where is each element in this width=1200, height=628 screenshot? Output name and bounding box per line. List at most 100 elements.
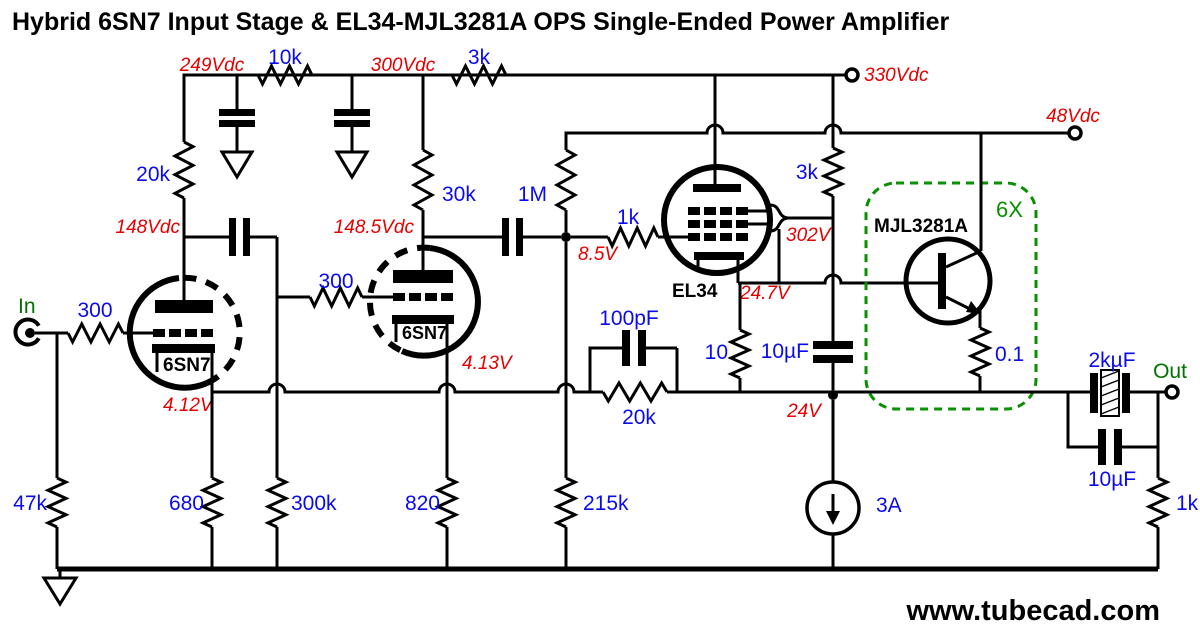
cap-10uf-screen-label: 10µF [761,340,809,363]
el34-label: EL34 [672,281,718,302]
resistor-1k-out-label: 1k [1176,492,1199,515]
voltage-24: 24V [786,401,823,422]
tube2-label: 6SN7 [402,323,447,343]
resistor-0-1-label: 0.1 [995,343,1024,366]
ground-icon [41,576,79,607]
screen-network: 3k 302V 10µF [748,75,853,390]
feedback-output-rail: 20k 24V 100pF [212,307,1090,429]
grid-dashes [688,207,748,215]
resistor-20k-label: 20k [136,163,170,186]
cap-2kuf-label: 2kµF [1088,349,1135,372]
plate-bar [693,184,741,192]
resistor-20k-plate: 20k [136,140,197,237]
resistor-820-label: 820 [405,492,440,515]
cathode2-branch: 4.13V 820 [405,324,514,569]
plate-bar [393,270,453,283]
node-plate2: 148.5Vdc [334,217,502,270]
tube-6sn7-1: 6SN7 [126,274,243,391]
psu-filter-cap-2 [334,75,370,180]
emitter-arrow-icon [966,301,981,314]
resistor-47k-label: 47k [13,492,47,515]
voltage-148vdc: 148Vdc [116,217,181,238]
resistor-30k-plate: 30k [410,75,476,237]
input-jack-icon [13,317,41,347]
cathode-bar [694,252,744,260]
b-plus-rail: 249Vdc 300Vdc 330Vdc [179,55,929,142]
ground-rail [41,566,1158,607]
resistor-10k-label: 10k [268,46,302,69]
voltage-302: 302V [786,225,833,246]
terminal-48vdc [1067,125,1083,141]
plate-bar [155,300,213,313]
voltage-249vdc: 249Vdc [179,55,245,76]
resistor-300-interstage: 300 [277,270,393,310]
resistor-20k-fb-label: 20k [622,406,656,429]
voltage-4-13: 4.13V [462,353,514,374]
voltage-24-7: 24.7V [739,283,792,304]
rail-48v: 48Vdc [564,106,1100,150]
multiplier-box [864,181,1038,411]
tube1-label: 6SN7 [163,355,211,376]
output-transistor-bank: 6X MJL3281A 0.1 [864,133,1038,411]
cap-100pf-label: 100pF [599,307,659,330]
resistor-680-label: 680 [169,492,204,515]
cathode-bar [392,315,454,324]
grid-el34-node: 8.5V 1M 215k [518,133,629,569]
tube-el34: EL34 [661,75,773,302]
cathode-el34-branch: 24.7V 10 [705,260,938,392]
grid-dashes [153,329,213,337]
psu-filter-cap-1 [219,75,255,180]
grid-dashes [688,233,748,241]
voltage-330vdc: 330Vdc [864,65,929,86]
resistor-1k-grid: 1k [571,206,688,250]
resistor-1k-grid-label: 1k [617,206,640,229]
terminal-out [1164,384,1180,400]
current-3a-label: 3A [876,494,902,517]
input-label: In [18,295,36,318]
resistor-30k-label: 30k [442,183,476,206]
grid2-node: 300k [264,237,337,569]
cap-10uf-out-label: 10µF [1088,468,1136,491]
junction-dot [561,232,571,242]
voltage-148-5vdc: 148.5Vdc [334,217,415,238]
voltage-300vdc: 300Vdc [371,55,436,76]
resistor-3k-top: 3k [450,46,508,88]
transistor-icon [903,236,993,326]
voltage-48vdc: 48Vdc [1046,106,1100,127]
resistor-10-label: 10 [705,341,728,364]
output-network: 2kµF Out 10µF 1k [1066,349,1199,569]
tube-6sn7-2: 6SN7 [367,244,481,359]
current-source: 3A [805,400,902,569]
terminal-330vdc [844,67,860,83]
cathode1-branch: 4.12V 680 [163,353,225,569]
resistor-300-interstage-label: 300 [318,270,353,293]
resistor-300-input: 300 [66,299,153,346]
resistor-47k: 47k [13,333,70,569]
resistor-3k-top-label: 3k [468,46,491,69]
ground-icon [334,150,370,180]
resistor-215k-label: 215k [583,492,629,515]
junction-dot [828,390,838,400]
page-title: Hybrid 6SN7 Input Stage & EL34-MJL3281A … [12,8,950,36]
grid-dashes [688,220,748,228]
resistor-10k: 10k [256,46,314,88]
transistor-label: MJL3281A [874,216,968,237]
voltage-8-5: 8.5V [578,244,619,265]
resistor-1m-label: 1M [518,183,547,206]
output-label: Out [1153,360,1187,383]
voltage-4-12: 4.12V [163,395,215,416]
input-terminal: In [13,295,68,347]
grid-dashes [393,293,453,301]
resistor-300k-label: 300k [291,492,337,515]
node-plate1: 148Vdc [116,217,186,300]
resistor-300-input-label: 300 [77,299,112,322]
coupling-cap-1 [184,218,277,256]
multiplier-label: 6X [996,197,1023,222]
watermark: www.tubecad.com [905,595,1160,627]
arrow-down-icon [826,511,840,525]
resistor-3k-screen-label: 3k [796,161,819,184]
coupling-cap-2 [502,218,561,256]
ground-icon [219,150,255,180]
